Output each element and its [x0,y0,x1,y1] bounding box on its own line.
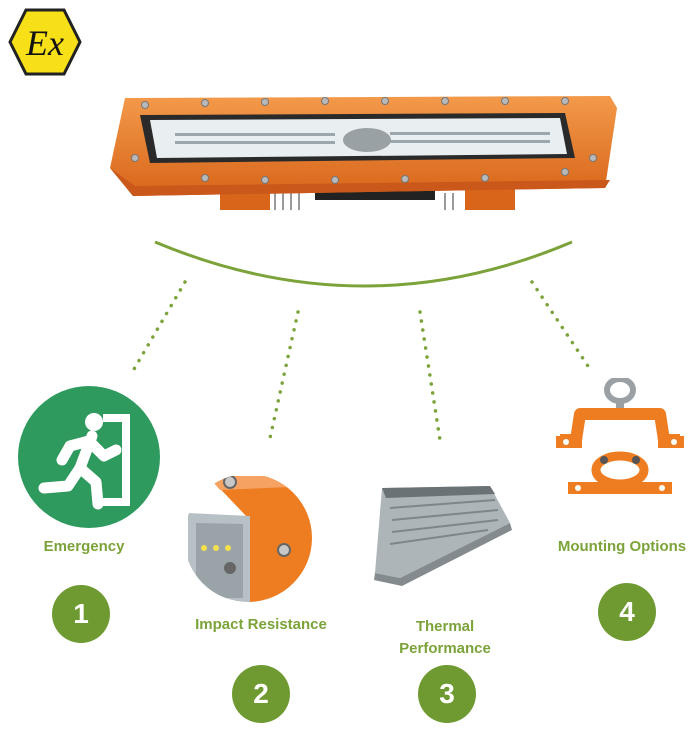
dotted-line-2 [268,310,300,440]
feature-label-mounting-options: Mounting Options [557,538,687,555]
number-badge-1: 1 [52,585,110,643]
feature-label-impact-resistance: Impact Resistance [195,616,327,633]
feature-label-thermal-performance: Thermal Performance [380,616,510,660]
arc-line [154,240,573,288]
impact-resistance-image [188,474,312,602]
led-fixture-image [110,96,617,210]
thermal-label-line1: Thermal [415,618,475,635]
number-badge-3: 3 [418,665,476,723]
ex-logo-text: Ex [25,23,64,63]
number-badge-4: 4 [598,583,656,641]
feature-label-emergency: Emergency [43,538,125,555]
number-badge-2: 2 [232,665,290,723]
dotted-line-4 [530,280,594,374]
mounting-brackets-image [556,378,684,494]
thermal-performance-image [374,486,512,586]
dotted-line-3 [418,310,442,442]
emergency-exit-icon [18,386,160,528]
dotted-line-1 [128,280,187,378]
thermal-label-line2: Performance [399,640,491,657]
ex-atex-icon: Ex [8,8,82,76]
